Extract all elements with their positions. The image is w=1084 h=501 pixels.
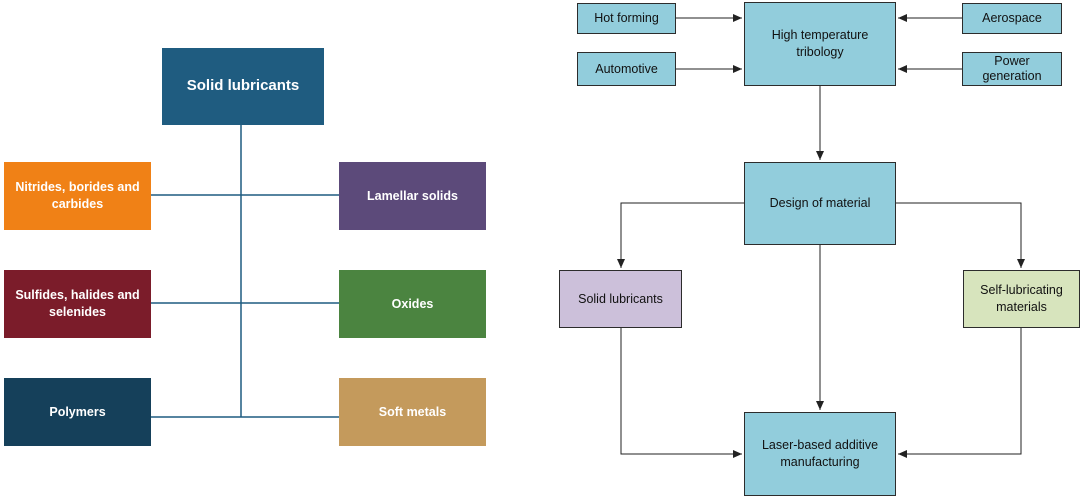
category-oxides: Oxides: [339, 270, 486, 338]
application-hot-forming: Hot forming: [577, 3, 676, 34]
category-nitrides-borides-carbides: Nitrides, borides and carbides: [4, 162, 151, 230]
arrow-design-to-self-lubricating: [896, 202, 1025, 268]
arrow-solid-lubricants-to-laser: [620, 328, 742, 458]
root-solid-lubricants: Solid lubricants: [162, 48, 324, 125]
application-aerospace: Aerospace: [962, 3, 1062, 34]
category-soft-metals: Soft metals: [339, 378, 486, 446]
arrow-self-lubricating-to-laser: [898, 328, 1022, 458]
node-laser-based-additive-manufacturing: Laser-based additive manufacturing: [744, 412, 896, 496]
application-automotive: Automotive: [577, 52, 676, 86]
category-lamellar-solids: Lamellar solids: [339, 162, 486, 230]
node-high-temperature-tribology: High temperature tribology: [744, 2, 896, 86]
node-design-of-material: Design of material: [744, 162, 896, 245]
category-polymers: Polymers: [4, 378, 151, 446]
arrow-design-to-solid-lubricants: [617, 202, 744, 268]
category-sulfides-halides-selenides: Sulfides, halides and selenides: [4, 270, 151, 338]
node-solid-lubricants: Solid lubricants: [559, 270, 682, 328]
application-power-generation: Power generation: [962, 52, 1062, 86]
node-self-lubricating-materials: Self-lubricating materials: [963, 270, 1080, 328]
